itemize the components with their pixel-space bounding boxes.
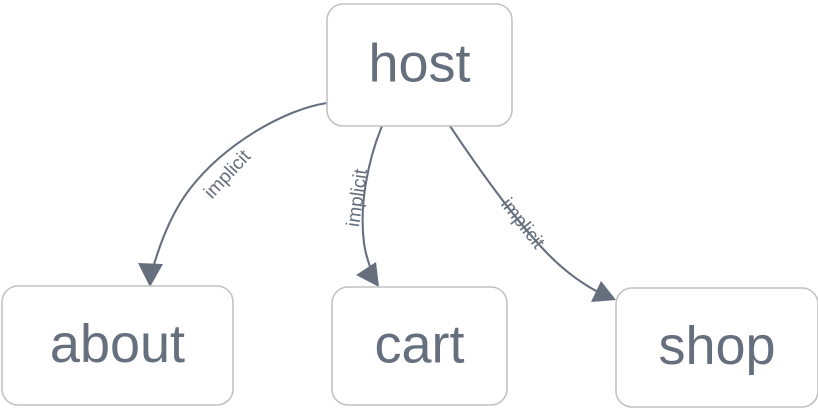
edge-line <box>448 124 608 298</box>
node-about[interactable]: about <box>1 285 234 406</box>
node-label: cart <box>374 314 464 374</box>
edges-layer <box>138 101 616 302</box>
edge-label: implicit <box>200 146 255 203</box>
node-label: host <box>368 33 470 93</box>
edge-label: implicit <box>496 194 549 253</box>
node-box[interactable] <box>331 286 508 406</box>
edge-line <box>148 101 329 280</box>
node-host[interactable]: host <box>326 3 513 127</box>
nodes-layer: host about cart shop <box>1 3 818 408</box>
node-label: shop <box>658 316 775 376</box>
node-box[interactable] <box>615 287 818 408</box>
node-cart[interactable]: cart <box>331 286 508 406</box>
arrowhead-icon <box>356 262 379 287</box>
node-box[interactable] <box>326 3 513 127</box>
node-shop[interactable]: shop <box>615 287 818 408</box>
arrowhead-icon <box>138 263 163 287</box>
edge-host-cart <box>356 124 384 287</box>
edge-label: implicit <box>343 167 372 228</box>
arrowhead-icon <box>591 281 616 302</box>
node-box[interactable] <box>1 285 234 406</box>
edge-host-about <box>138 101 329 287</box>
edge-host-shop <box>448 124 616 302</box>
node-label: about <box>50 314 185 374</box>
edge-labels-layer: implicit implicit implicit <box>200 146 549 254</box>
